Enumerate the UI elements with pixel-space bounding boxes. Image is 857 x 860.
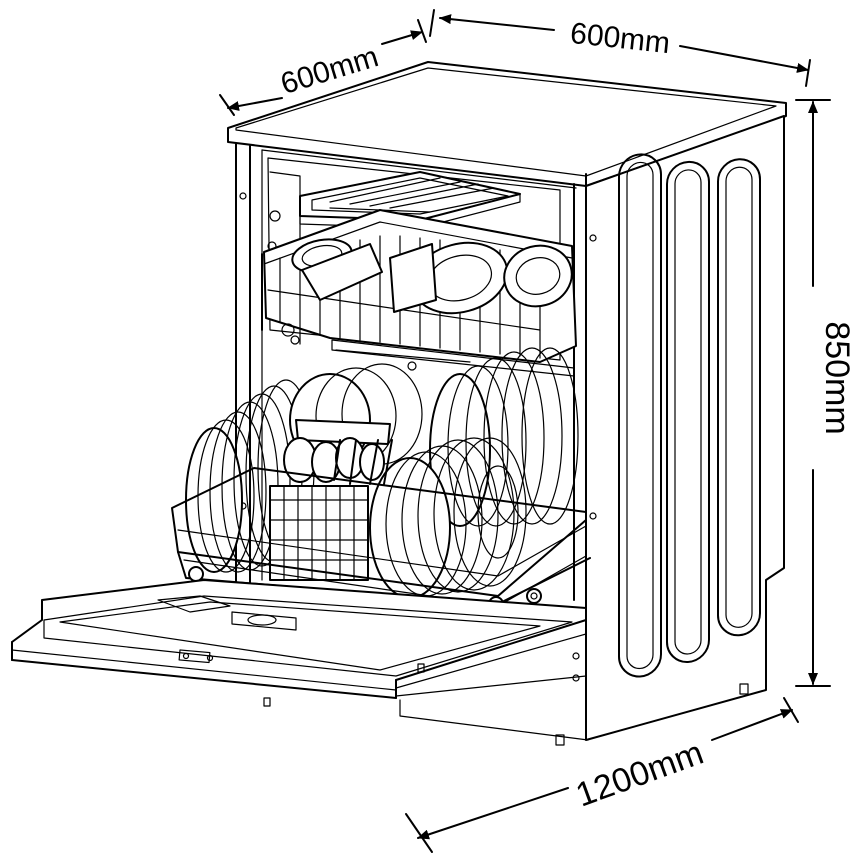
dishwasher-open-door bbox=[11, 579, 589, 741]
door-open-label: 1200mm bbox=[571, 734, 708, 815]
height-label: 850mm bbox=[818, 321, 856, 434]
cutlery-basket bbox=[269, 419, 393, 581]
side-rib-2 bbox=[666, 160, 710, 663]
lower-basket bbox=[171, 347, 591, 612]
dishwasher-side-panel bbox=[555, 115, 785, 746]
door-open-dimension bbox=[405, 697, 799, 853]
dimension-lines bbox=[219, 9, 831, 853]
side-rib-3 bbox=[717, 158, 761, 637]
plates-left bbox=[185, 379, 315, 573]
width-dimension bbox=[429, 9, 811, 87]
side-rib-1 bbox=[618, 153, 662, 678]
depth-dimension bbox=[219, 19, 427, 116]
upper-basket bbox=[261, 209, 577, 377]
dishwasher-illustration bbox=[11, 61, 787, 746]
height-dimension bbox=[795, 99, 831, 687]
width-label: 600mm bbox=[569, 17, 672, 60]
